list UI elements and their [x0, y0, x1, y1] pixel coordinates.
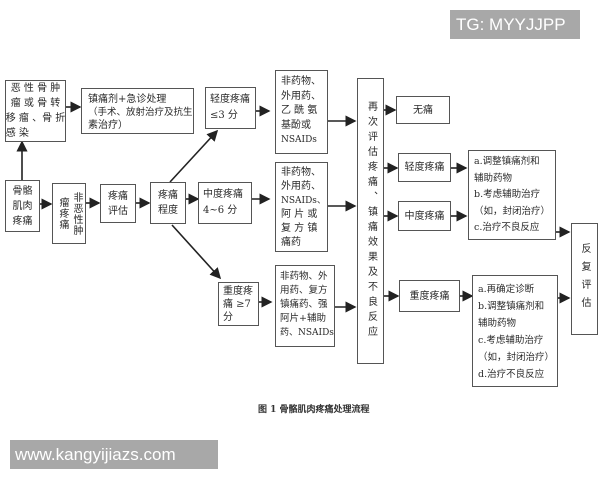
node-text: 恶 性 骨 肿: [10, 83, 61, 94]
node-text: 外用药、: [281, 90, 321, 102]
node-text: 阿片+辅助: [280, 313, 326, 324]
node-text: 中度疼痛: [203, 189, 243, 200]
node-text: 疼痛: [12, 215, 33, 227]
node-text: 非药物、: [281, 167, 321, 178]
node-text: 外用药、: [281, 181, 321, 192]
watermark-bottom-left: www.kangyijiazs.com: [10, 440, 218, 469]
node-text: （如，封闭治疗）: [478, 352, 555, 363]
node-text: （如，封闭治疗）: [474, 205, 551, 217]
node-text: 移 瘤 、骨 折: [5, 113, 66, 124]
node-malignant: 恶 性 骨 肿 瘤 或 骨 转 移 瘤 、骨 折 感 染: [5, 80, 66, 142]
node-moderate-treatment: 非药物、 外用药、 NSAIDs、 阿 片 或 复 方 镇 痛药: [275, 162, 328, 252]
node-mild-pain: 轻度疼痛 ≤3 分: [205, 87, 256, 129]
node-text: 瘤 或 骨 转: [10, 98, 61, 109]
node-adjust-severe: a.再确定诊断 b.调整镇痛剂和 辅助药物 c.考虑辅助治疗 （如，封闭治疗） …: [472, 275, 558, 387]
node-text: NSAIDs: [281, 135, 317, 145]
node-text: b.调整镇痛剂和: [478, 301, 545, 312]
figure-caption: 图 1 骨骼肌肉疼痛处理流程: [258, 405, 370, 415]
node-text: 评估: [108, 205, 128, 217]
node-text: 骨骼: [12, 185, 33, 197]
node-moderate-pain: 中度疼痛 4~6 分: [198, 182, 252, 224]
node-text: 4~6 分: [203, 205, 238, 216]
node-pain-assessment: 疼痛 评估: [100, 184, 136, 223]
node-nonmalignant-pain: 非恶性肿瘤疼痛: [52, 183, 86, 244]
node-text: 肌肉: [12, 200, 33, 212]
node-mild-treatment: 非药物、 外用药、 乙 酰 氨 基酚或 NSAIDs: [275, 70, 328, 154]
node-text: 感 染: [5, 128, 29, 139]
node-text: （手术、放射治疗及抗生: [88, 107, 193, 118]
node-adjust-mild-moderate: a.调整镇痛剂和 辅助药物 b.考虑辅助治疗 （如，封闭治疗） c.治疗不良反应: [468, 150, 556, 240]
node-text: 非药物、外: [280, 271, 328, 282]
node-text: 痛药: [281, 237, 301, 248]
node-text: 分: [223, 312, 233, 323]
node-text: 程度: [158, 205, 178, 216]
node-text: 中度疼痛: [404, 210, 445, 222]
node-text: 轻度疼痛: [210, 94, 250, 105]
node-text: 再次评估疼痛、镇痛效果及不良反应: [365, 101, 377, 341]
node-text: d.治疗不良反应: [478, 369, 545, 380]
node-pain-degree: 疼痛 程度: [150, 182, 186, 224]
node-text: 药、NSAIDs: [280, 328, 334, 338]
node-text: NSAIDs、: [281, 196, 326, 206]
node-result-moderate: 中度疼痛: [398, 201, 451, 231]
node-text: 复 方 镇: [281, 223, 318, 234]
node-text: 非药物、: [281, 76, 321, 87]
node-text: 疼痛: [158, 190, 178, 201]
node-text: 无痛: [413, 104, 433, 116]
node-text: 轻度疼痛: [404, 162, 445, 173]
node-text: c.考虑辅助治疗: [478, 335, 544, 346]
node-text: 基酚或: [281, 119, 311, 131]
node-text: 非恶性肿瘤疼痛: [57, 191, 82, 236]
node-text: 重度疼痛: [409, 290, 450, 302]
node-repeat-assessment: 反复评估: [571, 223, 598, 335]
node-text: 辅助药物: [474, 172, 513, 184]
node-result-mild: 轻度疼痛: [398, 153, 451, 182]
node-text: 疼痛: [108, 190, 128, 202]
node-text: 重度疼: [223, 286, 253, 297]
node-malignant-treatment: 镇痛剂+急诊处理 （手术、放射治疗及抗生 素治疗）: [81, 88, 194, 134]
watermark-top-right: TG: MYYJJPP: [450, 10, 580, 39]
node-text: ≤3 分: [210, 110, 238, 121]
node-text: 反复评估: [579, 243, 590, 315]
node-text: a.再确定诊断: [478, 284, 535, 295]
node-severe-treatment: 非药物、外 用药、复方 镇痛药、强 阿片+辅助 药、NSAIDs: [275, 265, 335, 347]
node-result-no-pain: 无痛: [396, 96, 450, 124]
node-text: 素治疗）: [88, 120, 128, 131]
node-result-severe: 重度疼痛: [399, 280, 460, 312]
node-text: a.调整镇痛剂和: [474, 156, 540, 167]
node-reassessment: 再次评估疼痛、镇痛效果及不良反应: [357, 78, 384, 364]
node-musculoskeletal-pain: 骨骼 肌肉 疼痛: [5, 180, 40, 232]
node-text: 镇痛剂+急诊处理: [88, 94, 167, 105]
node-text: 辅助药物: [478, 318, 517, 329]
node-text: c.治疗不良反应: [474, 222, 540, 233]
node-severe-pain: 重度疼 痛 ≥7 分: [218, 282, 259, 326]
node-text: 镇痛药、强: [280, 299, 328, 310]
node-text: 用药、复方: [280, 285, 328, 296]
node-text: 阿 片 或: [281, 209, 318, 220]
node-text: 痛 ≥7: [223, 299, 251, 310]
node-text: b.考虑辅助治疗: [474, 189, 541, 200]
node-text: 乙 酰 氨: [281, 105, 318, 116]
